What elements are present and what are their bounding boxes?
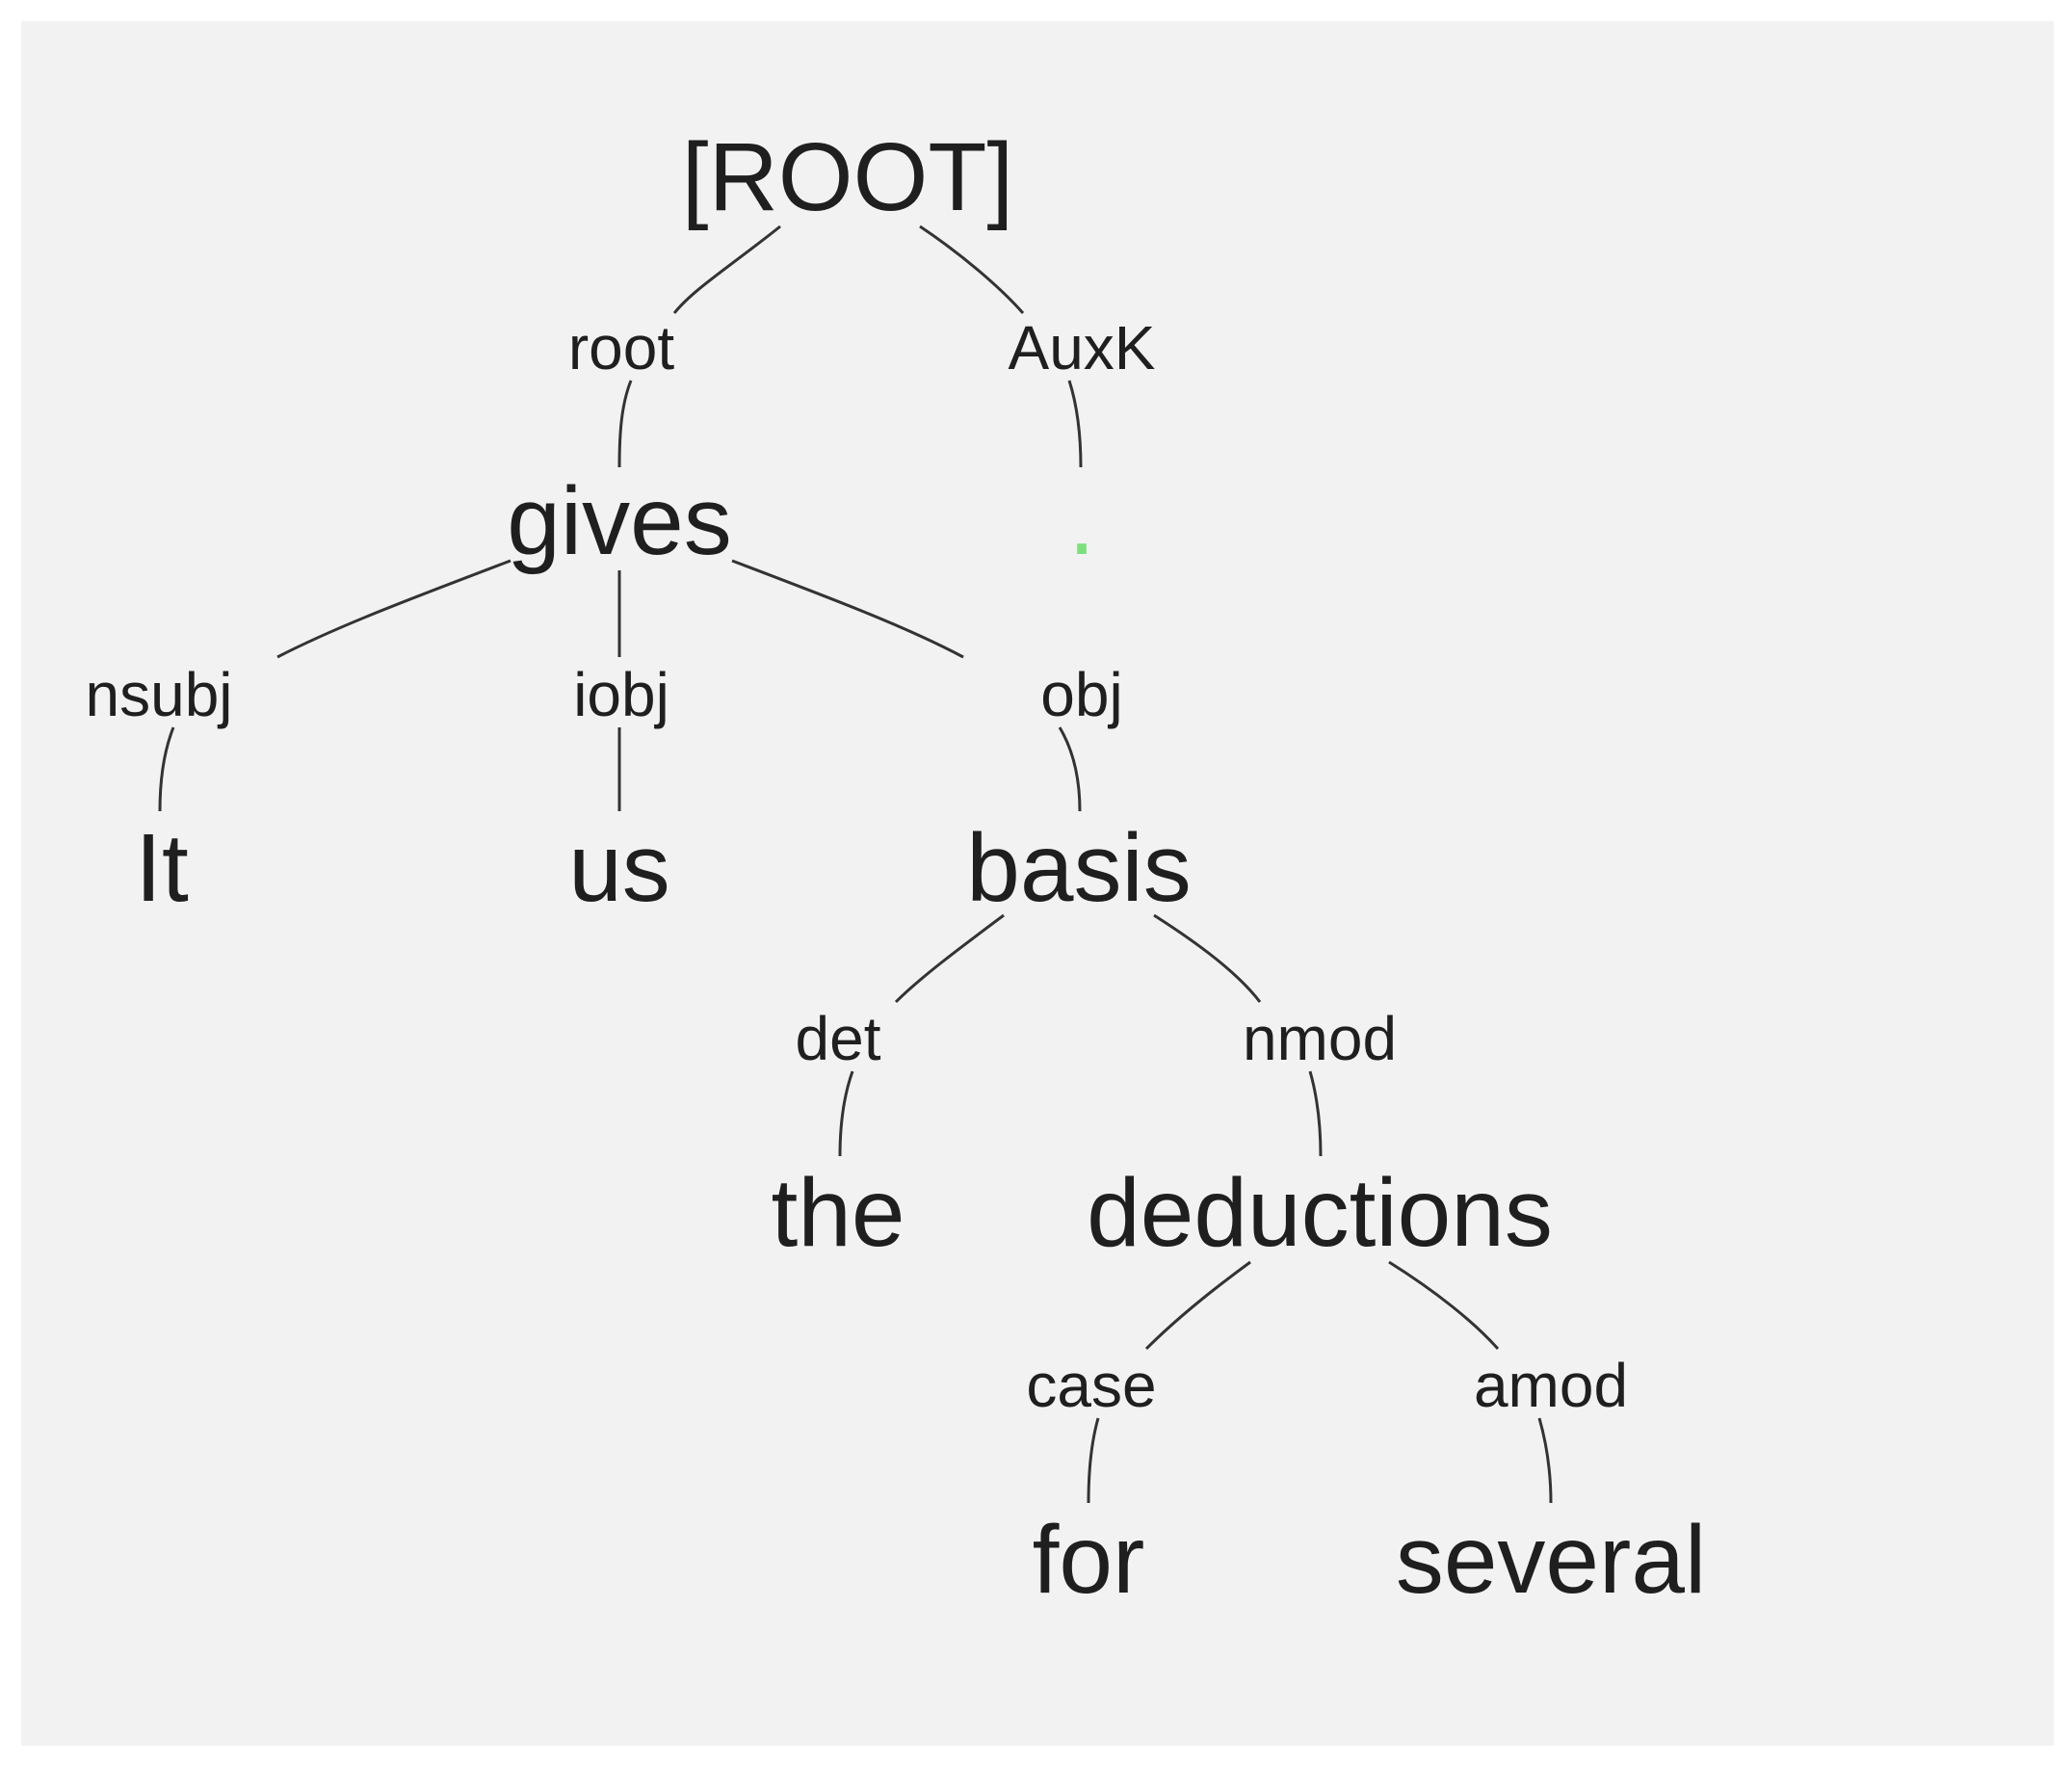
node-gives: gives <box>507 467 731 575</box>
edge-line-det-lower <box>838 1070 854 1157</box>
relation-labels: root AuxK nsubj iobj obj det nmod case a… <box>86 313 1629 1420</box>
edge-line-nsubj-lower <box>158 726 175 812</box>
node-root: [ROOT] <box>682 123 1013 231</box>
edge-line-root-lower <box>617 380 633 468</box>
edge-line-case-lower <box>1087 1417 1100 1504</box>
node-several: several <box>1396 1506 1706 1614</box>
edge-line-amod-lower <box>1537 1417 1553 1504</box>
relation-label-det: det <box>796 1004 881 1073</box>
node-period: . <box>1068 467 1095 575</box>
relation-label-root: root <box>568 313 675 382</box>
edge-line-auxk-lower <box>1067 380 1083 468</box>
relation-label-obj: obj <box>1040 660 1122 729</box>
edge-line-auxk-upper <box>919 224 1025 314</box>
relation-label-case: case <box>1026 1351 1156 1420</box>
node-deductions: deductions <box>1087 1159 1553 1267</box>
relation-label-nsubj: nsubj <box>86 660 233 729</box>
edge-line-nmod-lower <box>1308 1070 1323 1157</box>
edge-line-det-upper <box>894 913 1005 1004</box>
relation-label-nmod: nmod <box>1243 1004 1397 1073</box>
diagram-background <box>21 21 2054 1746</box>
edge-line-obj-upper <box>731 559 964 659</box>
node-us: us <box>568 814 670 922</box>
edge-lines <box>158 224 1553 1504</box>
node-for: for <box>1033 1506 1145 1614</box>
edge-line-obj-lower <box>1058 726 1082 812</box>
relation-label-auxk: AuxK <box>1009 313 1156 382</box>
edge-line-amod-upper <box>1388 1260 1500 1350</box>
node-the: the <box>771 1159 905 1267</box>
edge-line-nsubj-upper <box>276 559 511 659</box>
node-it: It <box>135 814 189 922</box>
word-nodes: [ROOT] gives . It us basis the deduction… <box>135 123 1706 1614</box>
relation-label-iobj: iobj <box>573 660 669 729</box>
relation-label-amod: amod <box>1474 1351 1628 1420</box>
edge-line-case-upper <box>1144 1260 1251 1351</box>
edge-line-nmod-upper <box>1153 913 1262 1003</box>
node-basis: basis <box>966 814 1191 922</box>
edge-line-root-upper <box>672 224 781 314</box>
